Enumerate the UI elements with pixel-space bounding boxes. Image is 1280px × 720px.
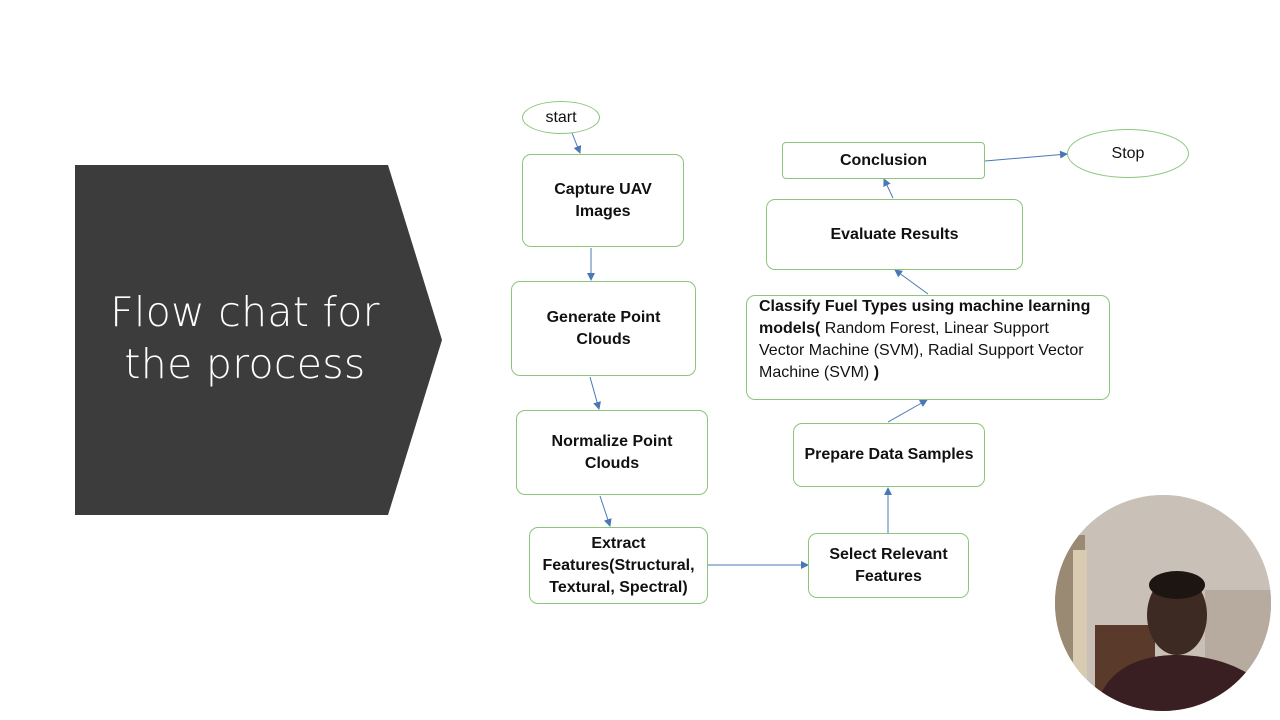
webcam-scene <box>1055 495 1271 711</box>
node-classify-line3: Vector Machine (SVM), Radial Support Vec… <box>759 342 1084 359</box>
node-capture-line2: Images <box>575 202 631 220</box>
node-classify-line2: models( Random Forest, Linear Support <box>759 318 1090 340</box>
node-classify-line4: Machine (SVM) ) <box>759 362 1090 384</box>
node-select-relevant-features: Select Relevant Features <box>808 533 969 598</box>
node-extract-line1: Extract <box>591 534 646 552</box>
node-normalize-point-clouds: Normalize Point Clouds <box>516 410 708 495</box>
node-classify-line4-normal: Machine (SVM) <box>759 364 874 381</box>
node-capture-uav-images: Capture UAV Images <box>522 154 684 247</box>
node-extract-line3: Textural, Spectral) <box>549 578 688 596</box>
presenter-webcam-icon <box>1055 495 1271 711</box>
node-extract-features: Extract Features(Structural, Textural, S… <box>529 527 708 604</box>
node-evaluate-results: Evaluate Results <box>766 199 1023 270</box>
node-start: start <box>522 101 600 134</box>
slide-title-line1: Flow chat for <box>110 288 380 336</box>
node-evaluate-label: Evaluate Results <box>830 225 959 243</box>
node-normalize-line2: Clouds <box>584 454 640 472</box>
node-classify-line2-bold: models( <box>759 320 821 337</box>
node-generate-line1: Generate Point <box>546 308 661 326</box>
node-prepare-label: Prepare Data Samples <box>804 446 974 463</box>
node-capture-line1: Capture UAV <box>554 180 652 198</box>
node-normalize-line1: Normalize Point <box>551 432 673 450</box>
node-classify-line2-normal: Random Forest, Linear Support <box>820 320 1049 337</box>
node-conclusion: Conclusion <box>782 142 985 179</box>
node-generate-line2: Clouds <box>576 330 631 348</box>
node-stop: Stop <box>1067 129 1189 178</box>
slide-title-line2: the process <box>124 340 366 388</box>
node-classify-line4-bold: ) <box>873 364 880 381</box>
node-prepare-data-samples: Prepare Data Samples <box>793 423 985 487</box>
node-stop-label: Stop <box>1111 144 1145 162</box>
node-conclusion-label: Conclusion <box>839 151 928 169</box>
slide-title: Flow chat for the process <box>80 286 410 390</box>
node-classify-line1: Classify Fuel Types using machine learni… <box>759 298 1091 315</box>
node-classify-fuel-types: Classify Fuel Types using machine learni… <box>746 295 1110 400</box>
node-start-label: start <box>545 108 577 126</box>
node-extract-line2: Features(Structural, <box>542 556 695 574</box>
node-generate-point-clouds: Generate Point Clouds <box>511 281 696 376</box>
node-select-line2: Features <box>855 567 922 585</box>
node-select-line1: Select Relevant <box>829 545 948 563</box>
